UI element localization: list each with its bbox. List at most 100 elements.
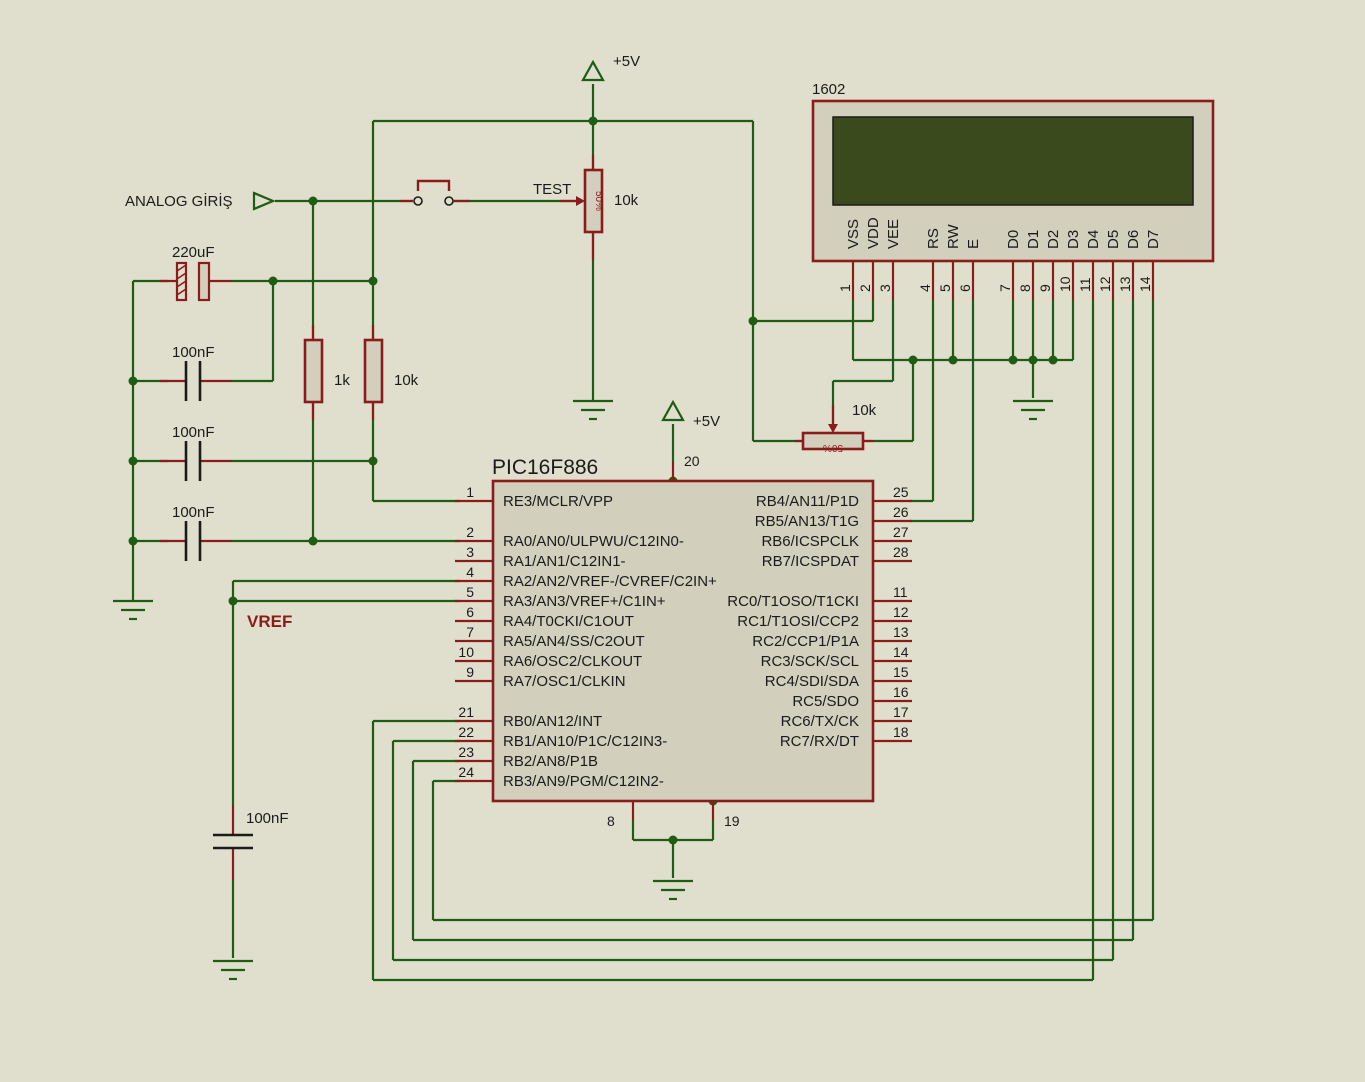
- mcu-pin-number: 28: [893, 544, 909, 560]
- mcu-pin-name: RC3/SCK/SCL: [761, 653, 859, 670]
- resistor-10k: 10k: [363, 325, 419, 420]
- mcu-vcc-label: +5V: [693, 413, 720, 430]
- mcu-pin-name: RE3/MCLR/VPP: [503, 493, 613, 510]
- mcu-pin-number: 25: [893, 484, 909, 500]
- lcd-pin-number: 7: [997, 284, 1013, 292]
- pot-wiper-percent: 50%: [593, 191, 604, 211]
- lcd-pin-number: 2: [857, 284, 873, 292]
- analog-input-terminal: ANALOG GİRİŞ: [125, 191, 276, 211]
- lcd-pin-name: VSS: [845, 219, 862, 249]
- lcd-pin-name: RS: [925, 228, 942, 249]
- lcd-pin-name: VEE: [885, 219, 902, 249]
- mcu-pin-number: 22: [458, 724, 474, 740]
- capacitor-c3-value: 100nF: [172, 504, 215, 521]
- mcu-pin-name: RB3/AN9/PGM/C12IN2-: [503, 773, 664, 790]
- lcd-pin-number: 8: [1017, 284, 1033, 292]
- mcu-pin-number: 24: [458, 764, 474, 780]
- vref-capacitor-value: 100nF: [246, 810, 289, 827]
- electrolytic-capacitor: 220uF: [160, 244, 232, 302]
- mcu-pin-number: 11: [893, 584, 908, 600]
- lcd-pin-number: 6: [957, 284, 973, 292]
- lcd-pins: VSS1VDD2VEE3RS4RW5E6D07D18D29D310D411D51…: [837, 217, 1162, 300]
- mcu-pin-number: 2: [466, 524, 474, 540]
- mcu-pin-number: 16: [893, 684, 909, 700]
- potentiometer: 50% 10k: [560, 155, 639, 260]
- lcd-pin-name: D0: [1005, 230, 1022, 249]
- lcd-pin-name: D6: [1125, 230, 1142, 249]
- mcu-pin-number: 10: [458, 644, 474, 660]
- electrolytic-value: 220uF: [172, 244, 215, 261]
- mcu-gnd-pin-8: 8: [607, 813, 615, 829]
- lcd-pin-number: 3: [877, 284, 893, 292]
- mcu-pin-name: RA5/AN4/SS/C2OUT: [503, 633, 645, 650]
- test-switch: TEST: [400, 179, 571, 206]
- resistor-1k-value: 1k: [334, 372, 350, 389]
- mcu-pin-number: 26: [893, 504, 909, 520]
- mcu-pin-name: RC6/TX/CK: [781, 713, 859, 730]
- mcu-pin-name: RB2/AN8/P1B: [503, 753, 598, 770]
- mcu-right-pins: 25RB4/AN11/P1D26RB5/AN13/T1G27RB6/ICSPCL…: [727, 484, 912, 750]
- lcd-pin-name: RW: [945, 223, 962, 249]
- lcd-name: 1602: [812, 81, 845, 98]
- contrast-potentiometer: 50% 10k: [795, 402, 877, 453]
- resistor-1k: 1k: [303, 325, 350, 420]
- contrast-pot-value: 10k: [852, 402, 877, 419]
- mcu-pin-number: 18: [893, 724, 909, 740]
- mcu-pin-name: RC2/CCP1/P1A: [752, 633, 859, 650]
- lcd-pin-name: D5: [1105, 230, 1122, 249]
- mcu-pin-number: 15: [893, 664, 909, 680]
- vcc-top-symbol: +5V: [581, 53, 640, 121]
- mcu-pin-name: RB1/AN10/P1C/C12IN3-: [503, 733, 667, 750]
- mcu-pin-name: RA6/OSC2/CLKOUT: [503, 653, 642, 670]
- mcu-pin-name: RB0/AN12/INT: [503, 713, 602, 730]
- mcu-pin-name: RB4/AN11/P1D: [756, 493, 859, 510]
- resistor-10k-value: 10k: [394, 372, 419, 389]
- mcu-left-pins: 1RE3/MCLR/VPP2RA0/AN0/ULPWU/C12IN0-3RA1/…: [455, 484, 717, 790]
- mcu-pin-name: RA3/AN3/VREF+/C1IN+: [503, 593, 666, 610]
- mcu-gnd-pin-19: 19: [724, 813, 740, 829]
- mcu-pin-number: 1: [466, 484, 474, 500]
- pot-value-label: 10k: [614, 192, 639, 209]
- mcu-pin-number: 9: [466, 664, 474, 680]
- capacitor-c2-value: 100nF: [172, 424, 215, 441]
- analog-input-label: ANALOG GİRİŞ: [125, 192, 233, 210]
- lcd-pin-name: VDD: [865, 217, 882, 249]
- mcu-pin-number: 3: [466, 544, 474, 560]
- lcd-pin-number: 13: [1117, 276, 1133, 292]
- mcu-pin-number: 14: [893, 644, 909, 660]
- mcu-pin-name: RA0/AN0/ULPWU/C12IN0-: [503, 533, 684, 550]
- lcd-pin-number: 12: [1097, 276, 1113, 292]
- mcu-pin-name: RB7/ICSPDAT: [762, 553, 859, 570]
- mcu-pin-name: RB5/AN13/T1G: [755, 513, 859, 530]
- lcd-pin-name: D7: [1145, 230, 1162, 249]
- lcd-screen: [832, 116, 1194, 206]
- mcu-pin-name: RA7/OSC1/CLKIN: [503, 673, 626, 690]
- vcc-top-label: +5V: [613, 53, 640, 70]
- mcu-name: PIC16F886: [492, 456, 598, 479]
- mcu-pin-number: 27: [893, 524, 909, 540]
- lcd-pin-number: 1: [837, 284, 853, 292]
- mcu-pin-name: RA2/AN2/VREF-/CVREF/C2IN+: [503, 573, 717, 590]
- mcu-pin-number: 4: [466, 564, 474, 580]
- contrast-pot-wiper-percent: 50%: [823, 442, 843, 453]
- mcu-pin-name: RC4/SDI/SDA: [765, 673, 859, 690]
- ground-symbol: [573, 399, 613, 421]
- lcd-pin-name: D3: [1065, 230, 1082, 249]
- mcu-pin-name: RC5/SDO: [792, 693, 859, 710]
- lcd-pin-name: D1: [1025, 230, 1042, 249]
- vref-net-label: VREF: [247, 612, 292, 631]
- ground-symbol: [653, 879, 693, 901]
- ground-symbol: [213, 959, 253, 981]
- mcu-pin-number: 17: [893, 704, 909, 720]
- capacitor-c1-value: 100nF: [172, 344, 215, 361]
- mcu-pin-number: 13: [893, 624, 909, 640]
- mcu-pin-name: RA4/T0CKI/C1OUT: [503, 613, 634, 630]
- mcu-pin-name: RC0/T1OSO/T1CKI: [727, 593, 859, 610]
- capacitor-c2: 100nF: [160, 424, 232, 481]
- mcu-pin-name: RC7/RX/DT: [780, 733, 859, 750]
- lcd-pin-number: 14: [1137, 276, 1153, 292]
- mcu-vdd-pin-number: 20: [684, 453, 700, 469]
- lcd-pin-number: 5: [937, 284, 953, 292]
- ground-symbol: [113, 598, 153, 621]
